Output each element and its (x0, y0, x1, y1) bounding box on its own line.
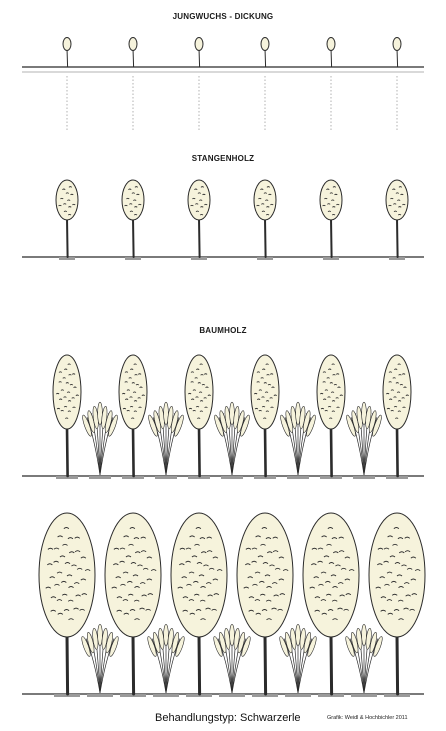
alder-tree-icon (119, 355, 147, 476)
understory-shrub-icon (81, 402, 119, 475)
stage-title-baumholz: BAUMHOLZ (0, 326, 446, 335)
alder-tree-icon (195, 38, 203, 68)
alder-tree-icon (171, 513, 227, 694)
alder-tree-icon (105, 513, 161, 694)
ground-patch (89, 476, 111, 479)
graphic-credit: Grafik: Weidl & Hochbichler 2011 (327, 715, 408, 721)
alder-tree-icon (317, 355, 345, 476)
ground-patch (153, 694, 179, 697)
treatment-type-label: Behandlungstyp: Schwarzerle (155, 712, 301, 724)
stage-title-stangenholz: STANGENHOLZ (0, 154, 446, 163)
alder-tree-icon (393, 38, 401, 68)
alder-tree-icon (261, 38, 269, 68)
understory-shrub-icon (213, 402, 251, 475)
alder-tree-icon (327, 38, 335, 68)
alder-tree-icon (254, 180, 276, 257)
alder-tree-icon (303, 513, 359, 694)
ground-patch (221, 476, 243, 479)
understory-shrub-icon (80, 624, 120, 693)
understory-shrub-icon (279, 402, 317, 475)
understory-shrub-icon (344, 624, 384, 693)
ground-patch (285, 694, 311, 697)
alder-tree-icon (237, 513, 293, 694)
stage-stangenholz (22, 180, 424, 260)
alder-tree-icon (188, 180, 210, 257)
alder-tree-icon (386, 180, 408, 257)
alder-tree-icon (185, 355, 213, 476)
alder-tree-icon (320, 180, 342, 257)
ground-patch (287, 476, 309, 479)
alder-tree-icon (56, 180, 78, 257)
alder-tree-icon (383, 355, 411, 476)
ground-patch (351, 694, 377, 697)
stage-title-jungwuchs: JUNGWUCHS - DICKUNG (0, 12, 446, 21)
ground-patch (219, 694, 245, 697)
ground-patch (155, 476, 177, 479)
alder-tree-icon (122, 180, 144, 257)
alder-tree-icon (129, 38, 137, 68)
understory-shrub-icon (278, 624, 318, 693)
alder-tree-icon (39, 513, 95, 694)
understory-shrub-icon (212, 624, 252, 693)
ground-patch (353, 476, 375, 479)
understory-shrub-icon (345, 402, 383, 475)
understory-shrub-icon (147, 402, 185, 475)
stage-jungwuchs-dickung (22, 38, 424, 133)
stage-baumholz-mature (22, 513, 425, 697)
ground-patch (87, 694, 113, 697)
stage-baumholz-young (22, 355, 424, 479)
alder-tree-icon (53, 355, 81, 476)
alder-tree-icon (369, 513, 425, 694)
understory-shrub-icon (146, 624, 186, 693)
alder-tree-icon (251, 355, 279, 476)
alder-tree-icon (63, 38, 71, 68)
